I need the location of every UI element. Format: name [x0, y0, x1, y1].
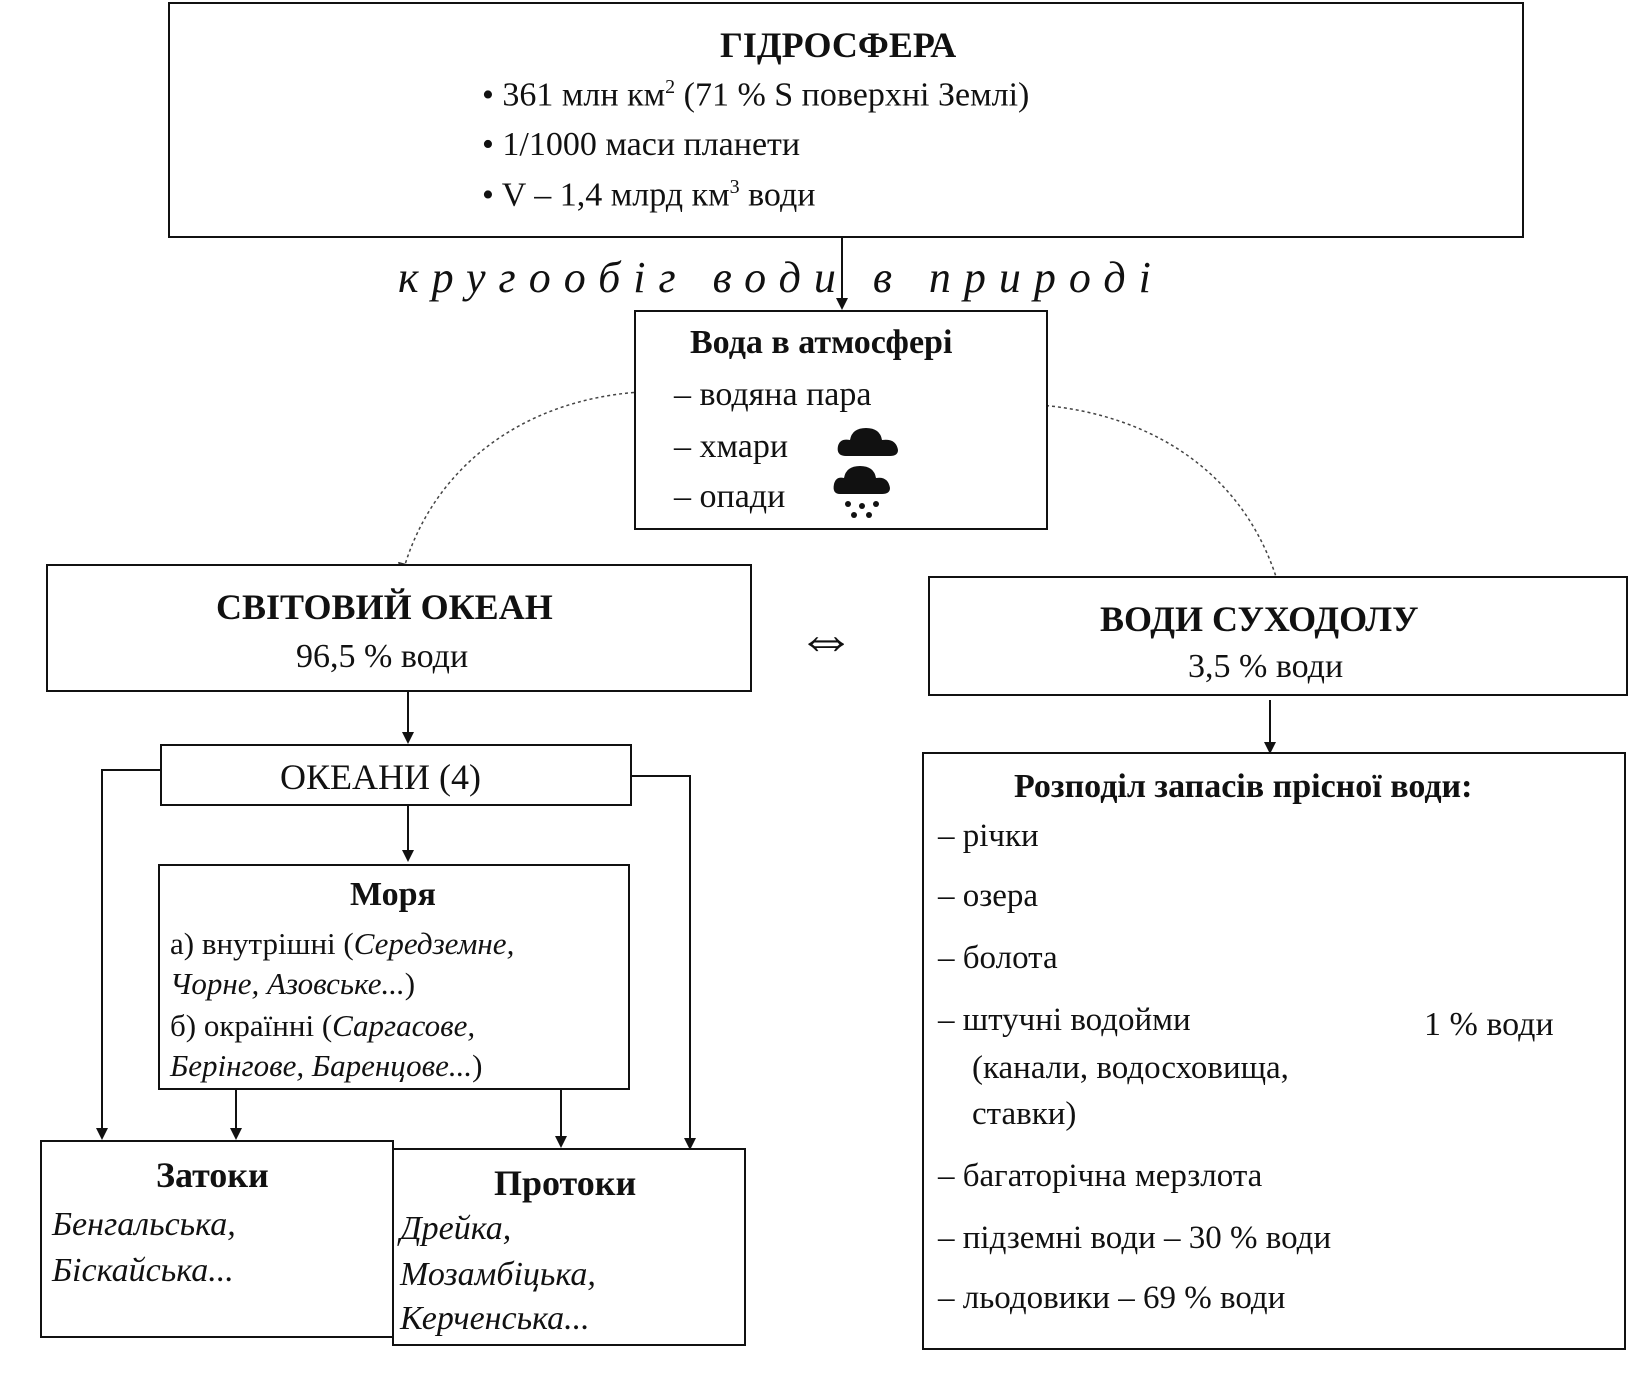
seas-inner: а) внутрішні (Середземне,	[170, 926, 515, 961]
bays-example-1: Бенгальська,	[52, 1206, 236, 1243]
atmo-item-precip: – опади	[674, 478, 786, 515]
atmosphere-box: Вода в атмосфері – водяна пара – хмари –…	[634, 310, 1048, 530]
arrow-atmo-to-ocean	[402, 391, 641, 575]
fresh-groundwater: – підземні води – 30 % води	[938, 1220, 1332, 1256]
hydrosphere-box: ГІДРОСФЕРА • 361 млн км2 (71 % S поверхн…	[168, 2, 1524, 238]
hydrosphere-mass: • 1/1000 маси планети	[482, 126, 801, 163]
freshwater-box: Розподіл запасів прісної води: – річки –…	[922, 752, 1626, 1350]
cloud-icon	[837, 428, 898, 456]
fresh-item-lakes: – озера	[938, 878, 1039, 914]
straits-example-2: Мозамбіцька,	[400, 1256, 596, 1293]
rain-cloud-icon	[833, 466, 890, 518]
land-waters-share: 3,5 % води	[1188, 648, 1344, 685]
world-ocean-title: СВІТОВИЙ ОКЕАН	[216, 587, 553, 627]
hydrosphere-volume: • V – 1,4 млрд км3 води	[482, 176, 816, 214]
atmosphere-title: Вода в атмосфері	[690, 324, 953, 361]
hydrosphere-title: ГІДРОСФЕРА	[720, 25, 957, 65]
bays-example-2: Біскайська...	[52, 1252, 234, 1289]
fresh-item-artificial: – штучні водойми	[938, 1002, 1191, 1038]
fresh-group-share: 1 % води	[1424, 1006, 1554, 1043]
seas-box: Моря а) внутрішні (Середземне, Чорне, Аз…	[158, 864, 630, 1090]
world-ocean-share: 96,5 % води	[296, 638, 469, 675]
fresh-item-artificial-detail-2: ставки)	[972, 1096, 1077, 1132]
bays-title: Затоки	[156, 1155, 269, 1195]
hydrosphere-area: • 361 млн км2 (71 % S поверхні Землі)	[482, 76, 1030, 114]
seas-outer: б) окраїнні (Саргасове,	[170, 1008, 476, 1043]
straits-example-3: Керченська...	[400, 1300, 590, 1337]
atmo-item-clouds: – хмари	[674, 428, 789, 465]
land-waters-title: ВОДИ СУХОДОЛУ	[1100, 599, 1419, 639]
seas-inner-2: Чорне, Азовське...)	[170, 966, 416, 1001]
exchange-double-arrow: ⇔	[796, 605, 856, 671]
world-ocean-box: СВІТОВИЙ ОКЕАН 96,5 % води	[46, 564, 752, 692]
straits-title: Протоки	[494, 1163, 637, 1203]
fresh-item-swamps: – болота	[938, 940, 1058, 976]
fresh-glaciers: – льодовики – 69 % води	[938, 1280, 1286, 1316]
bays-box: Затоки Бенгальська, Біскайська...	[40, 1140, 394, 1338]
oceans-label: ОКЕАНИ (4)	[280, 757, 481, 797]
land-waters-box: ВОДИ СУХОДОЛУ 3,5 % води	[928, 576, 1628, 696]
atmo-item-vapor: – водяна пара	[674, 376, 872, 413]
seas-outer-2: Берінгове, Баренцове...)	[170, 1048, 483, 1083]
freshwater-title: Розподіл запасів прісної води:	[1014, 768, 1473, 805]
fresh-item-rivers: – річки	[938, 818, 1039, 854]
straits-box: Протоки Дрейка, Мозамбіцька, Керченська.…	[392, 1148, 746, 1346]
oceans-box: ОКЕАНИ (4)	[160, 744, 632, 806]
straits-example-1: Дрейка,	[400, 1210, 512, 1247]
fresh-item-artificial-detail-1: (канали, водосховища,	[972, 1050, 1289, 1086]
arrow-oceans-to-straits	[632, 775, 696, 1150]
cycle-label: кругообіг води в природі	[398, 253, 1164, 302]
fresh-item-permafrost: – багаторічна мерзлота	[938, 1158, 1263, 1194]
arrow-oceans-to-bays	[96, 769, 160, 1140]
arrow-atmo-to-land	[1039, 404, 1280, 590]
seas-title: Моря	[350, 876, 436, 913]
